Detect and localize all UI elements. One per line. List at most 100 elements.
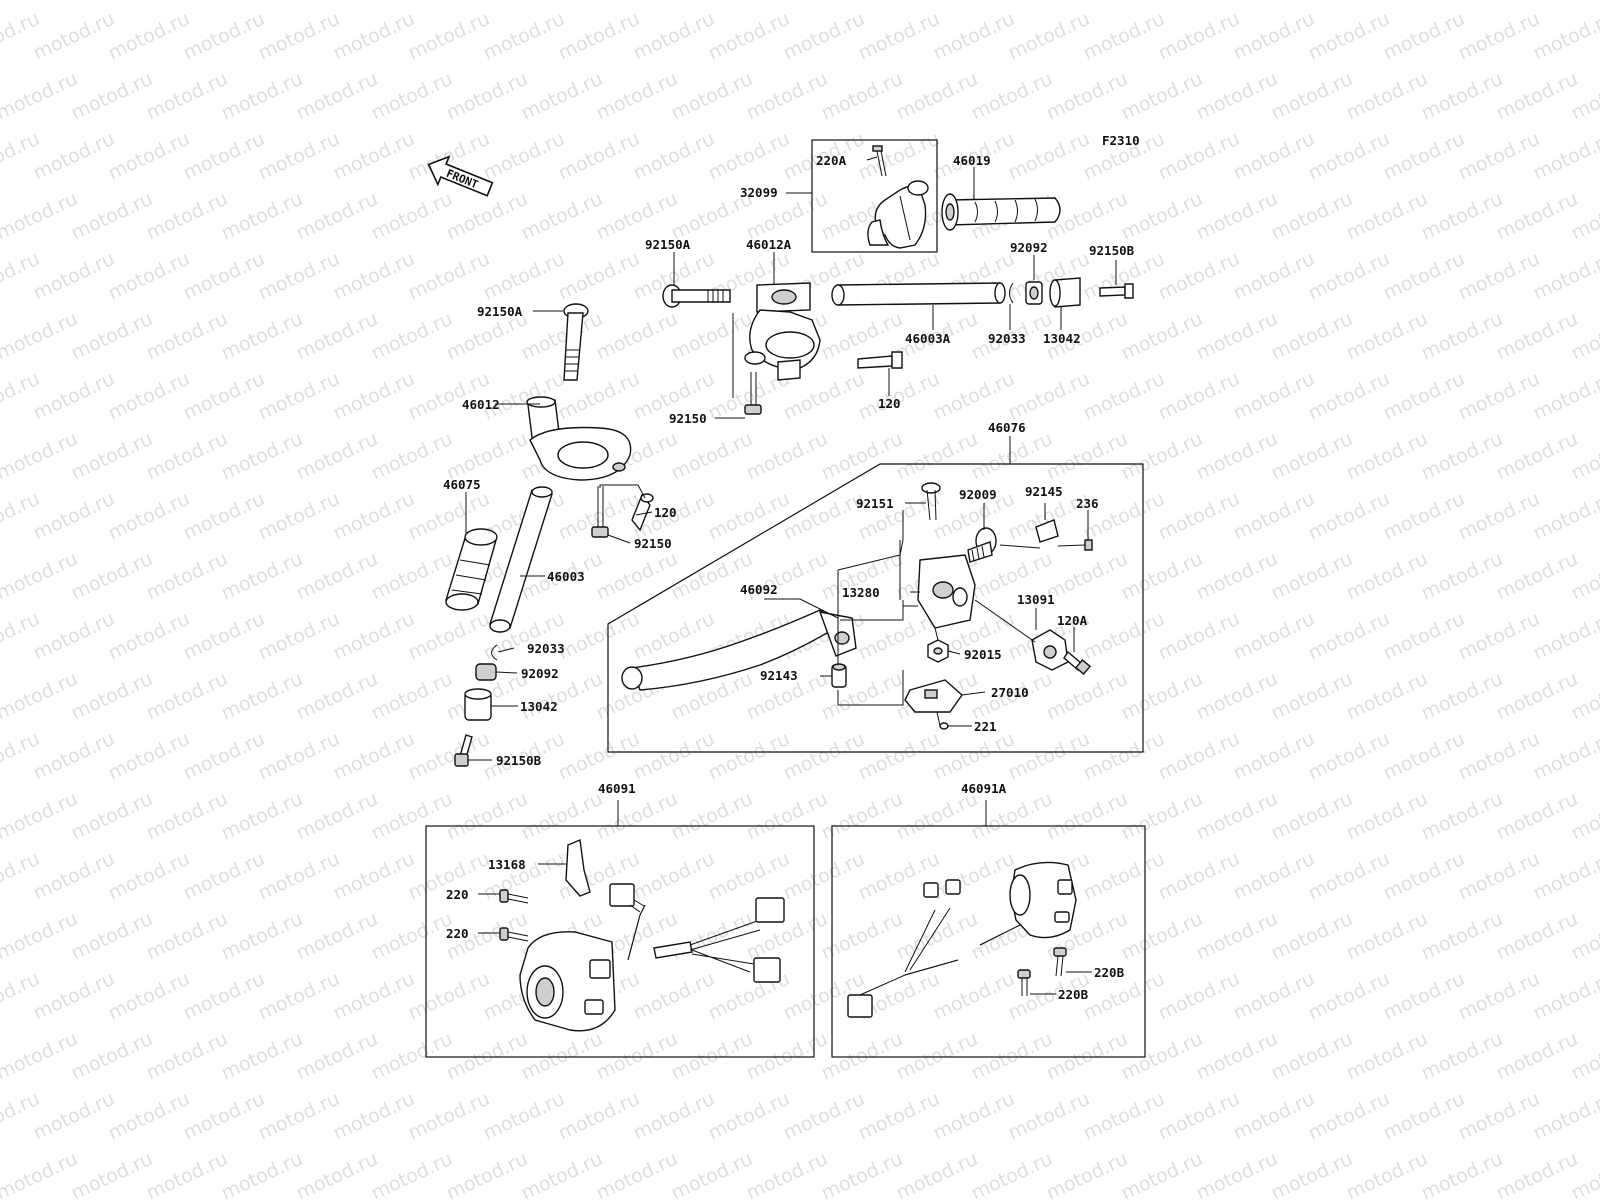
watermark-text: motod.ru (143, 1148, 231, 1200)
switch-27010 (904, 679, 963, 713)
watermark-text: motod.ru (1230, 608, 1318, 665)
watermark-text: motod.ru (780, 728, 868, 785)
watermark-text: motod.ru (1455, 128, 1543, 185)
watermark-text: motod.ru (1005, 8, 1093, 65)
watermark-text: motod.ru (368, 308, 456, 365)
watermark-text: motod.ru (255, 248, 343, 305)
callout-92092-right: 92092 (1010, 240, 1048, 255)
callout-13042-right: 13042 (1043, 331, 1081, 346)
watermark-text: motod.ru (330, 488, 418, 545)
watermark-text: motod.ru (1305, 848, 1393, 905)
watermark-text: motod.ru (405, 1088, 493, 1145)
callout-220B-a: 220B (1094, 965, 1125, 980)
callout-92150B-left: 92150B (496, 753, 542, 768)
watermark-text: motod.ru (1193, 308, 1281, 365)
watermark-text: motod.ru (743, 788, 831, 845)
screw-236 (1057, 539, 1093, 551)
watermark-text: motod.ru (368, 188, 456, 245)
watermark-text: motod.ru (893, 1148, 981, 1200)
watermark-text: motod.ru (0, 788, 81, 845)
bolt-92150-left (591, 486, 609, 538)
watermark-text: motod.ru (1230, 1088, 1318, 1145)
callout-220-b: 220 (446, 926, 469, 941)
watermark-text: motod.ru (1418, 788, 1506, 845)
watermark-text: motod.ru (180, 8, 268, 65)
watermark-text: motod.ru (1455, 488, 1543, 545)
switch-housing-left (519, 931, 616, 1032)
watermark-text: motod.ru (668, 428, 756, 485)
watermark-text: motod.ru (368, 548, 456, 605)
watermark-text: motod.ru (1418, 188, 1506, 245)
watermark-text: motod.ru (1493, 188, 1581, 245)
watermark-text: motod.ru (1418, 68, 1506, 125)
watermark-text: motod.ru (1380, 728, 1468, 785)
watermark-text: motod.ru (1193, 1148, 1281, 1200)
callout-220-a: 220 (446, 887, 469, 902)
watermark-text: motod.ru (630, 8, 718, 65)
clamp-46012 (526, 396, 632, 481)
watermark-text: motod.ru (218, 668, 306, 725)
watermark-text: motod.ru (405, 728, 493, 785)
pin-92143 (831, 663, 847, 688)
watermark-text: motod.ru (555, 8, 643, 65)
watermark-text: motod.ru (1043, 788, 1131, 845)
watermark-text: motod.ru (143, 188, 231, 245)
watermark-text: motod.ru (1455, 848, 1543, 905)
callout-46012: 46012 (462, 397, 500, 412)
watermark-text: motod.ru (1268, 908, 1356, 965)
watermark-text: motod.ru (555, 1088, 643, 1145)
watermark-text: motod.ru (1005, 368, 1093, 425)
watermark-text: motod.ru (1343, 548, 1431, 605)
watermark-text: motod.ru (1118, 0, 1206, 5)
watermark-text: motod.ru (1230, 8, 1318, 65)
watermark-text: motod.ru (1418, 428, 1506, 485)
watermark-text: motod.ru (668, 1028, 756, 1085)
watermark-text: motod.ru (1455, 1088, 1543, 1145)
watermark-text: motod.ru (968, 68, 1056, 125)
watermark-text: motod.ru (1155, 728, 1243, 785)
watermark-text: motod.ru (1118, 1028, 1206, 1085)
watermark-text: motod.ru (930, 8, 1018, 65)
callout-120A: 120A (1057, 613, 1088, 628)
watermark-text: motod.ru (443, 788, 531, 845)
watermark-text: motod.ru (705, 728, 793, 785)
watermark-text: motod.ru (368, 668, 456, 725)
watermark-text: motod.ru (443, 1148, 531, 1200)
watermark-text: motod.ru (143, 308, 231, 365)
watermark-text: motod.ru (1493, 68, 1581, 125)
watermark-text: motod.ru (893, 68, 981, 125)
screw-220-a (499, 889, 529, 904)
callout-13091: 13091 (1017, 592, 1055, 607)
screw-220A (872, 145, 887, 177)
right-grip (941, 193, 1061, 231)
watermark-text: motod.ru (30, 1088, 118, 1145)
watermark-text: motod.ru (1493, 788, 1581, 845)
watermark-text: motod.ru (518, 188, 606, 245)
watermark-text: motod.ru (255, 368, 343, 425)
watermark-text: motod.ru (1343, 308, 1431, 365)
watermark-text: motod.ru (68, 188, 156, 245)
watermark-text: motod.ru (443, 1028, 531, 1085)
watermark-text: motod.ru (818, 428, 906, 485)
watermark-text: motod.ru (480, 1088, 568, 1145)
watermark-text: motod.ru (68, 1148, 156, 1200)
watermark-text: motod.ru (555, 728, 643, 785)
watermark-text: motod.ru (968, 788, 1056, 845)
watermark-text: motod.ru (893, 1028, 981, 1085)
watermark-text: motod.ru (330, 128, 418, 185)
watermark-text: motod.ru (255, 968, 343, 1025)
watermark-text: motod.ru (1530, 128, 1600, 185)
watermark-text: motod.ru (1418, 548, 1506, 605)
watermark-text: motod.ru (143, 788, 231, 845)
watermark-text: motod.ru (1530, 248, 1600, 305)
watermark-text: motod.ru (1155, 368, 1243, 425)
watermark-text: motod.ru (255, 8, 343, 65)
watermark-text: motod.ru (1005, 128, 1093, 185)
watermark-text: motod.ru (930, 968, 1018, 1025)
watermark-text: motod.ru (218, 1028, 306, 1085)
bolt-92150A-left (563, 303, 589, 381)
watermark-text: motod.ru (105, 848, 193, 905)
watermark-text: motod.ru (143, 68, 231, 125)
watermark-text: motod.ru (705, 128, 793, 185)
watermark-text: motod.ru (1418, 1028, 1506, 1085)
